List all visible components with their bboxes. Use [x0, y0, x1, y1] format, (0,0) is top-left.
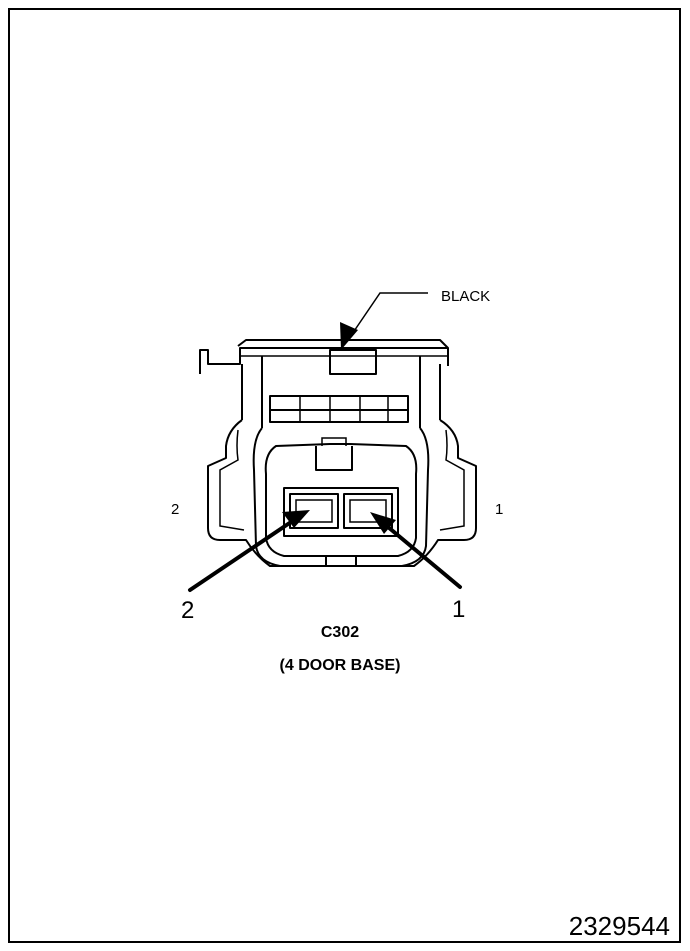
color-callout-leader: [340, 292, 428, 350]
diagram-frame: [8, 8, 681, 943]
pin-2-leader: [188, 510, 310, 592]
connector-description-label: (4 DOOR BASE): [280, 657, 401, 674]
pin-1-side-label: 1: [495, 501, 503, 518]
pin-1-number-label: 1: [452, 596, 465, 623]
pin-1-leader: [370, 512, 462, 589]
pin-2-side-label: 2: [171, 501, 179, 518]
connector-id-label: C302: [321, 624, 359, 641]
figure-number: 2329544: [569, 911, 670, 941]
color-callout-label: BLACK: [441, 288, 490, 305]
connector-body: [199, 339, 477, 567]
pin-2-number-label: 2: [181, 597, 194, 624]
